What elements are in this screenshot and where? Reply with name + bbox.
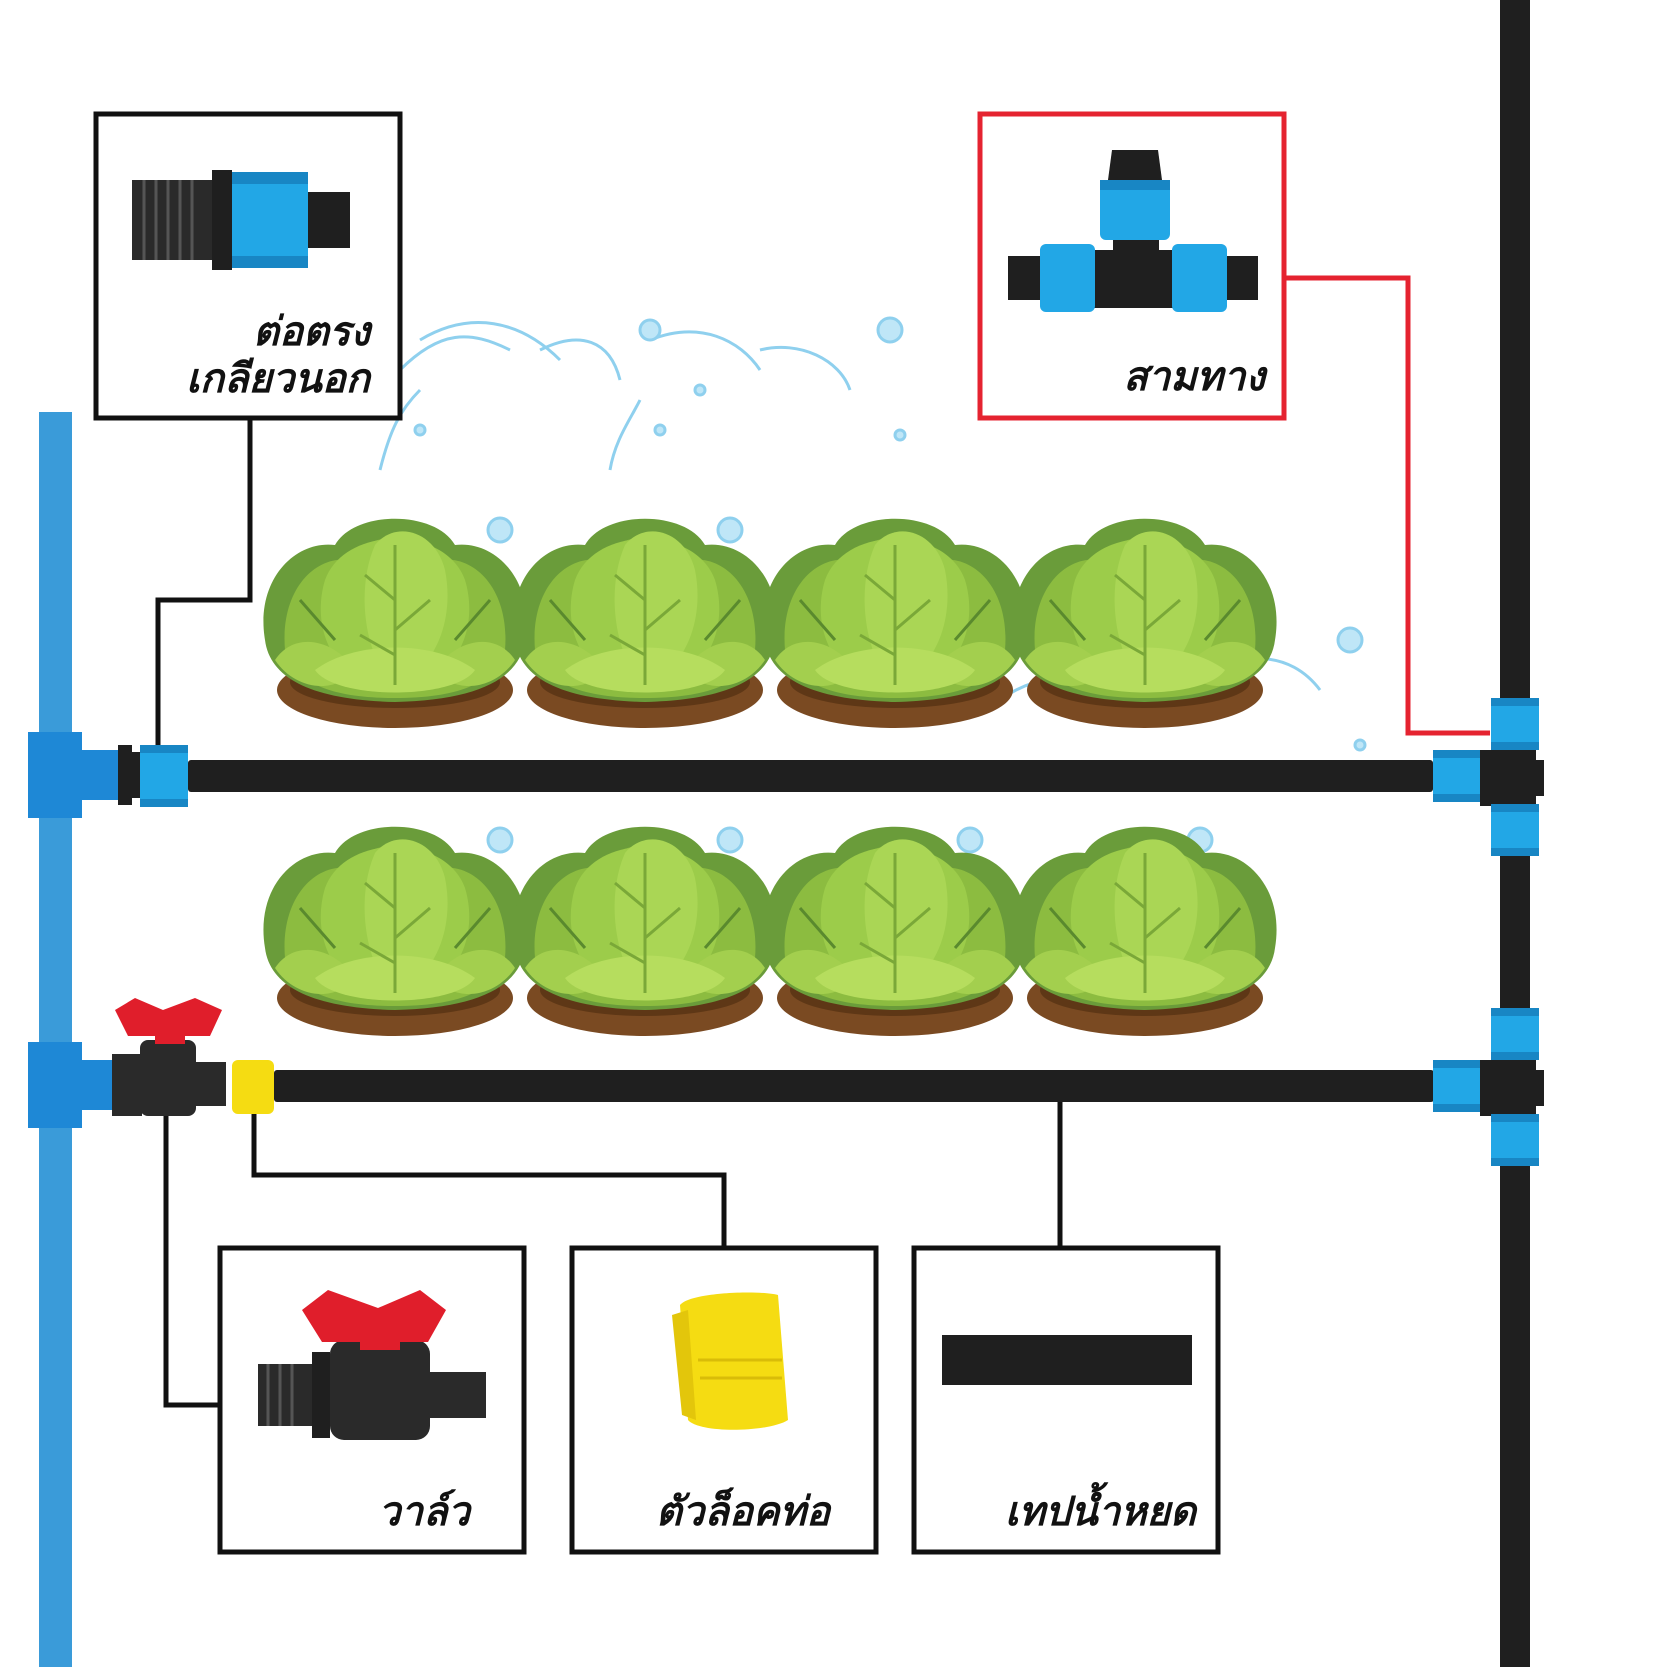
mini-valve-icon	[258, 1290, 486, 1440]
lettuce-icon	[761, 517, 1029, 730]
tee-bottom	[1480, 1060, 1536, 1116]
yellow-end-cap-inline	[232, 1060, 274, 1114]
male-thread-connector-inline	[140, 745, 188, 807]
callout-straight-connector: ต่อตรง เกลียวนอก	[93, 111, 403, 421]
tee-top	[1480, 750, 1536, 806]
lettuce-row-bottom	[261, 825, 1279, 1038]
lettuce-icon	[511, 825, 779, 1038]
drip-tape-top	[188, 760, 1433, 792]
callout-valve: วาล์ว	[217, 1245, 527, 1555]
blue-elbow-top	[28, 732, 82, 818]
straight-connector-label-line2: เกลียวนอก	[186, 356, 373, 402]
main-supply-pipe	[39, 412, 72, 1667]
lettuce-icon	[1011, 825, 1279, 1038]
straight-connector-label-line1: ต่อตรง	[253, 309, 373, 355]
lettuce-icon	[511, 517, 779, 730]
bottom-lateral-line	[28, 998, 1544, 1166]
male-thread-connector-icon	[132, 170, 350, 270]
end-cap-label: ตัวล็อคท่อ	[656, 1487, 832, 1535]
lettuce-icon	[761, 825, 1029, 1038]
valve-label: วาล์ว	[378, 1489, 472, 1535]
mini-valve-inline	[112, 998, 226, 1116]
drip-tape-label: เทปน้ำหยด	[1005, 1481, 1198, 1535]
lettuce-row-top	[261, 517, 1279, 730]
drip-tape-bottom	[274, 1070, 1434, 1102]
leader-lines	[155, 275, 1490, 1408]
lettuce-icon	[261, 517, 529, 730]
lettuce-icon	[261, 825, 529, 1038]
drip-tape-icon	[942, 1335, 1192, 1385]
callout-drip-tape: เทปน้ำหยด	[911, 1245, 1221, 1555]
end-cap-icon	[672, 1292, 788, 1430]
tee-label: สามทาง	[1123, 354, 1268, 400]
blue-elbow-bottom	[28, 1042, 82, 1128]
callout-tee: สามทาง	[977, 111, 1287, 421]
top-lateral-line	[28, 698, 1544, 856]
callout-end-cap: ตัวล็อคท่อ	[569, 1245, 879, 1555]
tee-connector-icon	[1008, 150, 1258, 312]
lettuce-icon	[1011, 517, 1279, 730]
